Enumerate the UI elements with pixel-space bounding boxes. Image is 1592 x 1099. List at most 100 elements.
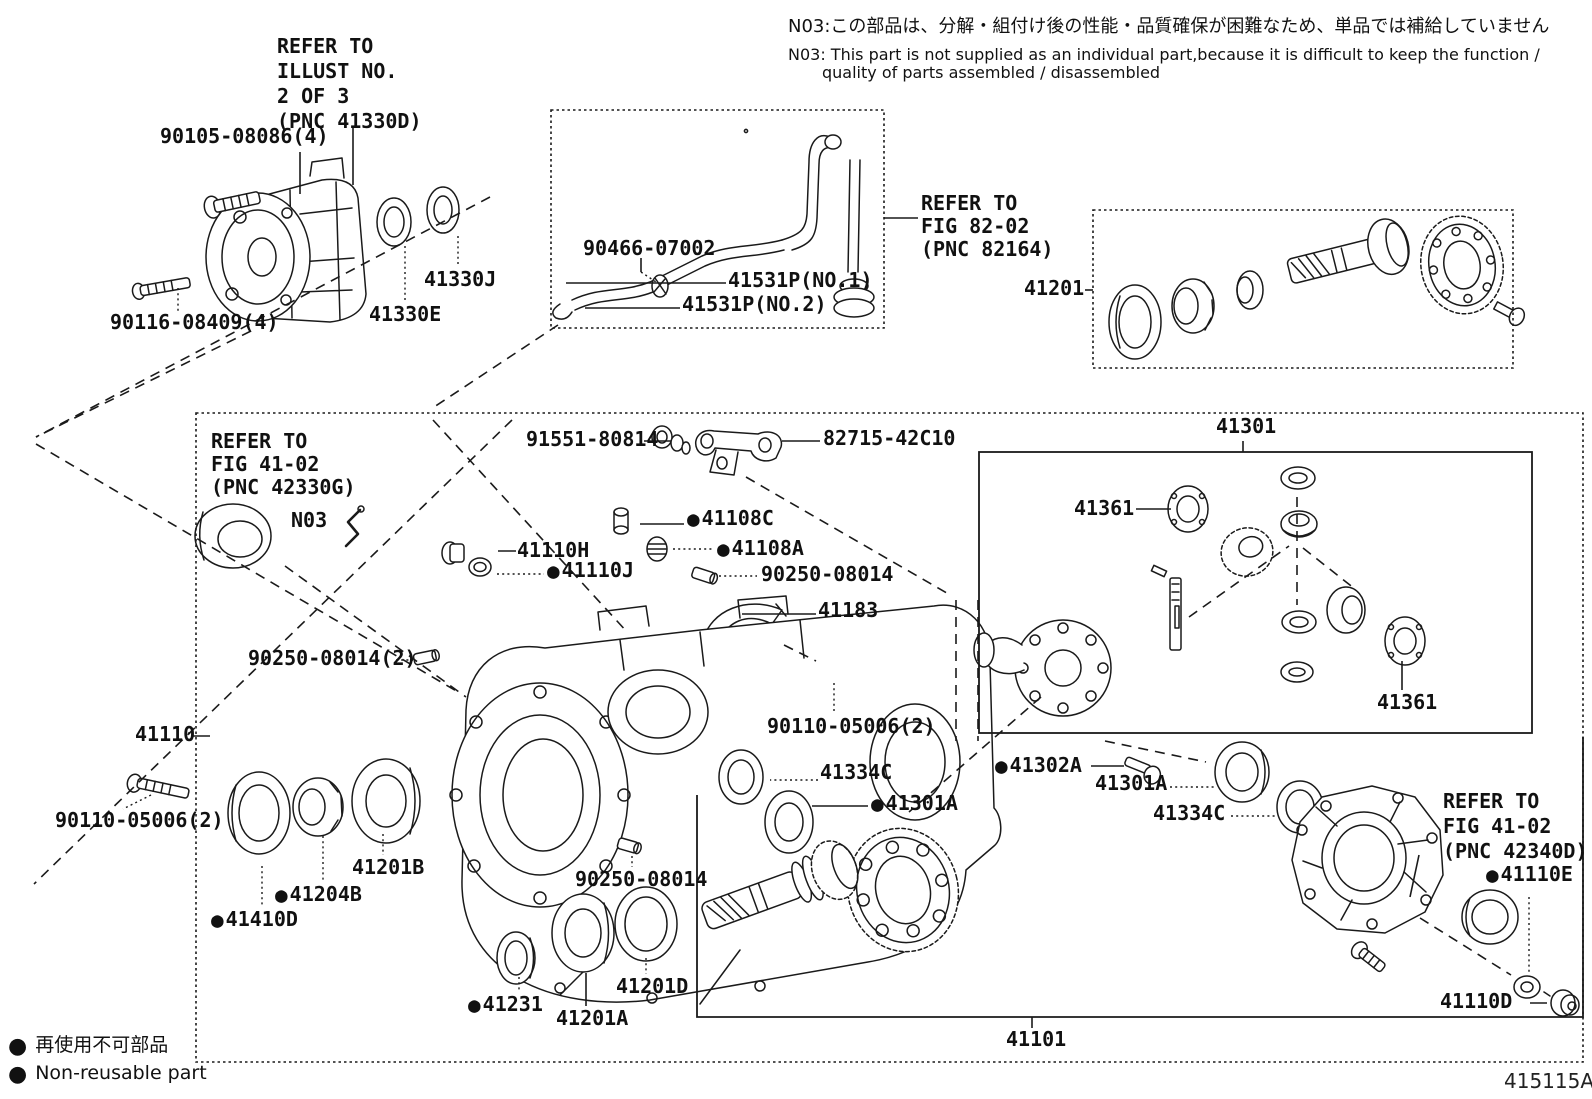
callout-line: 41361	[1377, 692, 1437, 713]
bolt-41302a-drawing	[1124, 756, 1162, 785]
callout-line: ●41231	[468, 994, 543, 1016]
part-number-text: REFER TO	[211, 429, 308, 453]
callout-line: 41531P(NO.2)	[682, 294, 827, 315]
p-90116-08409: 90116-08409(4)	[110, 312, 279, 333]
rear-cover-drawing	[1291, 785, 1444, 934]
note-en-line1: N03: This part is not supplied as an ind…	[788, 45, 1540, 64]
ring-gear-drawing	[846, 827, 960, 953]
p-41110J: ●41110J	[547, 560, 634, 582]
p-N03: N03	[291, 510, 327, 531]
part-number-text: 41201D	[616, 974, 689, 998]
p-41108A: ●41108A	[717, 538, 804, 560]
leader-line	[122, 794, 152, 810]
callout-line: 41110H	[517, 540, 589, 561]
non-reusable-dot-icon: ●	[687, 507, 700, 531]
callout-line: 90250-08014	[575, 869, 707, 890]
part-number-text: 41108A	[731, 536, 804, 560]
callout-line: 41201	[1024, 278, 1084, 299]
bearing-41201b-drawing	[351, 758, 421, 844]
callout-line: FIG 82-02	[921, 215, 1053, 238]
p-41334C-left: 41334C	[820, 762, 892, 783]
p-41110: 41110	[135, 724, 195, 745]
part-number-text: 41110J	[561, 558, 634, 582]
part-number-text: N03	[291, 508, 328, 532]
seal-41110e-drawing	[1461, 889, 1519, 945]
part-number-text: 41201A	[556, 1006, 629, 1030]
plug-41110h-drawing	[441, 541, 465, 565]
p-41531P-no2: 41531P(NO.2)	[682, 294, 827, 315]
bracket-82715-drawing	[695, 429, 783, 476]
washer-41201d-drawing	[614, 886, 678, 962]
part-number-text: 41330E	[369, 302, 442, 326]
part-number-text: 41531P(NO.1)	[728, 268, 873, 292]
part-number-text: FIG 41-02	[211, 452, 320, 476]
p-90466-07002: 90466-07002	[583, 238, 715, 259]
part-number-text: 41302A	[1009, 753, 1082, 777]
part-number-text: 82715-42C10	[823, 426, 956, 450]
leader-line	[432, 419, 629, 634]
p-41361-right: 41361	[1377, 692, 1437, 713]
p-90250-08014-top: 90250-08014	[761, 564, 893, 585]
part-number-text: 41110	[135, 722, 196, 746]
p-41110H: 41110H	[517, 540, 589, 561]
p-90250-08014-2: 90250-08014(2)	[248, 648, 417, 669]
seal-41334c-left-drawing	[718, 749, 764, 805]
part-number-text: 90250-08014(2)	[248, 646, 417, 670]
leader-line	[1409, 854, 1420, 898]
part-number-text: 41110H	[517, 538, 590, 562]
leader-line	[783, 644, 817, 662]
part-number-text: REFER TO	[1443, 789, 1540, 813]
legend-row-en: ●Non-reusable part	[8, 1062, 207, 1087]
part-number-text: 90105-08086(4)	[160, 124, 329, 148]
part-number-text: 90116-08409(4)	[110, 310, 279, 334]
leader-line	[1419, 917, 1512, 976]
non-reusable-dot-icon: ●	[275, 883, 288, 907]
callout-line: 41183	[818, 600, 878, 621]
p-90110-05006-left: 90110-05006(2)	[55, 810, 224, 831]
callout-line: (PNC 42330G)	[211, 476, 356, 499]
part-number-text: 41231	[482, 992, 543, 1016]
callout-line: ●41110J	[547, 560, 634, 582]
seal-41330E-drawing	[376, 197, 412, 247]
part-number-text: 91551-80814	[526, 427, 659, 451]
part-number-text: 41301A	[1095, 771, 1168, 795]
part-number-text: REFER TO	[921, 191, 1018, 215]
legend-row-jp: ●再使用不可部品	[8, 1030, 207, 1059]
callout-line: 41110	[135, 724, 195, 745]
part-number-text: (PNC 41330D)	[277, 109, 422, 133]
callout-line: 90110-05006(2)	[55, 810, 224, 831]
callout-line: ●41204B	[275, 884, 362, 906]
callout-line: 90466-07002	[583, 238, 715, 259]
callout-line: 90116-08409(4)	[110, 312, 279, 333]
callout-line: FIG 41-02	[1443, 814, 1588, 839]
thrust-washer-41361-left-drawing	[1167, 485, 1209, 533]
callout-line: 41301A	[1095, 773, 1167, 794]
part-number-text: 41110E	[1500, 862, 1573, 886]
leader-line	[1104, 740, 1207, 763]
p-41201: 41201	[1024, 278, 1084, 299]
p-41201A: 41201A	[556, 1008, 628, 1029]
callout-line: 91551-80814	[526, 429, 658, 450]
coupling-actuator-drawing	[205, 157, 367, 323]
breather-hose-drawing	[552, 128, 875, 320]
callout-line: ●41108A	[717, 538, 804, 560]
gear-kit-41201-drawing	[1108, 215, 1526, 360]
breather-hose-box	[550, 109, 885, 329]
bolt-91551-drawing	[651, 425, 691, 455]
part-number-text: 90250-08014	[575, 867, 708, 891]
callout-line: 90105-08086(4)	[160, 126, 329, 147]
bearing-41301a-right-drawing	[1214, 741, 1270, 803]
legend-jp-label: 再使用不可部品	[35, 1034, 169, 1056]
callout-line: REFER TO	[1443, 789, 1588, 814]
leader-line	[33, 419, 513, 885]
p-41301A-left: ●41301A	[871, 793, 958, 815]
part-number-text: FIG 41-02	[1443, 814, 1552, 838]
part-number-text: 41108C	[701, 506, 774, 530]
leader-line	[284, 565, 467, 698]
part-number-text: 90110-05006(2)	[767, 714, 936, 738]
stud-90110-left-drawing	[126, 773, 190, 799]
p-41110D: 41110D	[1440, 991, 1512, 1012]
